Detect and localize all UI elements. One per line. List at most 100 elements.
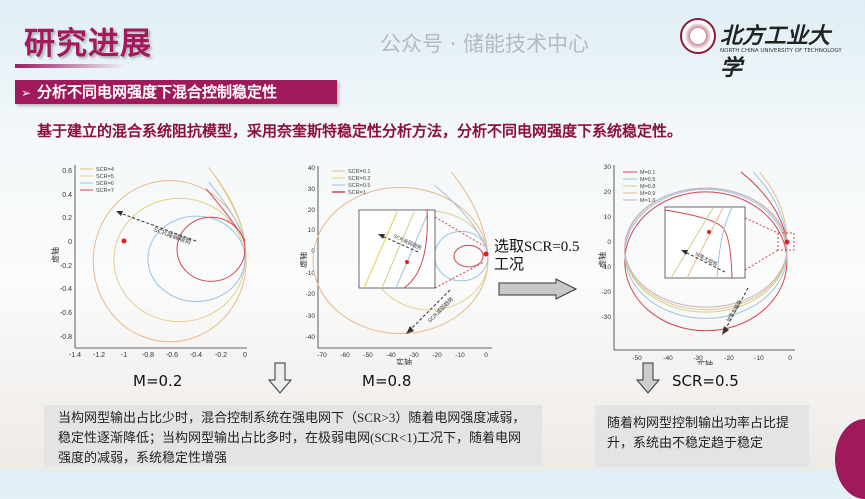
critical-point-marker <box>121 238 127 244</box>
svg-text:M=1.0: M=1.0 <box>640 198 655 204</box>
x-tick-labels: -70 -60 -50 -40 -30 -20 -10 0 <box>317 352 488 359</box>
svg-text:-10: -10 <box>602 264 612 271</box>
svg-text:-30: -30 <box>409 352 419 359</box>
y-tick: 0 <box>68 239 72 246</box>
svg-text:-30: -30 <box>693 355 703 362</box>
svg-text:-10: -10 <box>754 355 764 362</box>
y-tick: -0.6 <box>60 310 72 317</box>
zoom-region <box>777 232 795 251</box>
inset-critical-point <box>405 260 409 264</box>
plot-caption-m08: M=0.8 <box>362 372 412 390</box>
x-tick: -1.2 <box>93 352 105 359</box>
x-axis-label: 实轴 <box>697 359 713 365</box>
legend-item: SCR=6 <box>96 181 114 187</box>
plot-caption-m02: M=0.2 <box>133 372 183 390</box>
svg-text:-40: -40 <box>386 352 396 359</box>
title-divider <box>15 64 125 68</box>
down-arrow-icon <box>636 362 660 394</box>
inset-curves <box>664 207 733 279</box>
critical-point-marker <box>483 251 489 257</box>
svg-text:40: 40 <box>308 165 316 172</box>
x-tick: -1.4 <box>69 352 81 359</box>
x-tick: -0.8 <box>142 352 154 359</box>
svg-text:-20: -20 <box>602 289 612 296</box>
svg-text:0: 0 <box>788 355 792 362</box>
university-seal-icon <box>680 18 716 54</box>
x-tick: -1 <box>121 352 127 359</box>
svg-text:10: 10 <box>604 214 612 221</box>
legend: SCR=4 SCR=5 SCR=6 SCR=7 <box>80 167 114 194</box>
y-tick: 0.4 <box>62 192 72 199</box>
inset-curves <box>363 209 428 289</box>
curve-scr-6 <box>148 216 245 301</box>
svg-text:-20: -20 <box>306 291 316 298</box>
legend: M=0.1 M=0.5 M=0.8 M=0.9 M=1.0 <box>623 170 655 204</box>
right-arrow-icon <box>498 278 578 300</box>
section-label: 分析不同电网强度下混合控制稳定性 <box>37 83 278 101</box>
tail-scr-5 <box>215 176 245 241</box>
x-tick: -0.2 <box>215 352 227 359</box>
svg-text:-20: -20 <box>724 355 734 362</box>
legend-item: SCR=7 <box>96 188 114 194</box>
zoom-inset <box>358 209 436 289</box>
y-axis-label: 虚轴 <box>597 252 607 268</box>
watermark: 公众号 · 储能技术中心 <box>380 32 590 56</box>
svg-text:-60: -60 <box>340 352 350 359</box>
svg-text:M=0.9: M=0.9 <box>640 191 655 197</box>
svg-text:20: 20 <box>604 189 612 196</box>
svg-text:M=0.5: M=0.5 <box>640 177 655 183</box>
tail-scr-6 <box>209 182 245 241</box>
svg-text:-20: -20 <box>432 352 442 359</box>
tail-scr-4 <box>209 167 245 241</box>
curve-scr-4 <box>93 181 246 342</box>
nyquist-plot-m-variation: -50 -40 -30 -20 -10 0 30 20 10 0 -10 -20… <box>597 164 795 365</box>
chevron-right-icon: ➢ <box>20 86 32 100</box>
arrow-head-icon <box>681 250 688 255</box>
x-axis-label: 实轴 <box>396 357 412 365</box>
y-tick: -0.8 <box>60 334 72 341</box>
svg-text:30: 30 <box>604 164 612 171</box>
trend-annotation: SCR减弱趋势 <box>152 224 193 246</box>
arrow-head-icon <box>116 211 123 216</box>
svg-text:-30: -30 <box>306 313 316 320</box>
y-axis-label: 虚轴 <box>50 247 60 263</box>
y-tick: 0.2 <box>62 215 72 222</box>
y-tick-labels: 30 20 10 0 -10 -20 -30 <box>602 164 612 321</box>
svg-text:-30: -30 <box>602 314 612 321</box>
corner-decoration <box>835 419 865 499</box>
svg-text:-10: -10 <box>306 270 316 277</box>
x-tick: -0.4 <box>190 352 202 359</box>
svg-text:-50: -50 <box>363 352 373 359</box>
arrow-head-icon <box>406 326 414 334</box>
y-tick-labels: 0.6 0.4 0.2 0 -0.2 -0.4 -0.6 -0.8 <box>60 168 72 341</box>
svg-text:-10: -10 <box>455 352 465 359</box>
conclusion-note-2: 随着构网型控制输出功率占比提升，系统由不稳定趋于稳定 <box>595 405 809 467</box>
zoom-connector <box>434 216 485 247</box>
arrow-head-icon <box>378 234 385 239</box>
svg-text:20: 20 <box>308 207 316 214</box>
x-tick-labels: -1.4 -1.2 -1 -0.8 -0.6 -0.4 -0.2 0 <box>69 352 247 359</box>
tail-scr-7 <box>206 189 245 241</box>
svg-text:0: 0 <box>484 352 488 359</box>
legend-item: SCR=4 <box>96 167 114 173</box>
svg-text:M=0.1: M=0.1 <box>640 170 655 176</box>
svg-text:M=0.8: M=0.8 <box>640 184 655 190</box>
svg-text:0: 0 <box>607 239 611 246</box>
slide-title: 研究进展 <box>24 26 152 62</box>
critical-point-marker <box>784 239 790 245</box>
conclusion-note-1: 当构网型输出占比少时，混合控制系统在强电网下（SCR>3）随着电网强度减弱，稳定… <box>44 405 542 466</box>
y-tick: -0.4 <box>60 286 72 293</box>
svg-text:-50: -50 <box>632 355 642 362</box>
x-tick: -0.6 <box>166 352 178 359</box>
svg-text:SCR=0.5: SCR=0.5 <box>348 183 370 189</box>
nyquist-curves <box>625 172 787 331</box>
nyquist-curves <box>93 167 246 341</box>
nyquist-plot-scr-weak: -70 -60 -50 -40 -30 -20 -10 0 40 30 20 1… <box>300 165 492 365</box>
section-banner: ➢ 分析不同电网强度下混合控制稳定性 <box>15 80 337 104</box>
slide-subtitle: 基于建立的混合系统阻抗模型，采用奈奎斯特稳定性分析方法，分析不同电网强度下系统稳… <box>37 122 683 140</box>
svg-text:10: 10 <box>308 227 316 234</box>
legend-item: SCR=5 <box>96 174 114 180</box>
curve-scr-7 <box>177 217 245 281</box>
arrow-head-icon <box>722 326 729 335</box>
nyquist-plot-scr-high: -1.4 -1.2 -1 -0.8 -0.6 -0.4 -0.2 0 0.6 0… <box>40 160 260 360</box>
